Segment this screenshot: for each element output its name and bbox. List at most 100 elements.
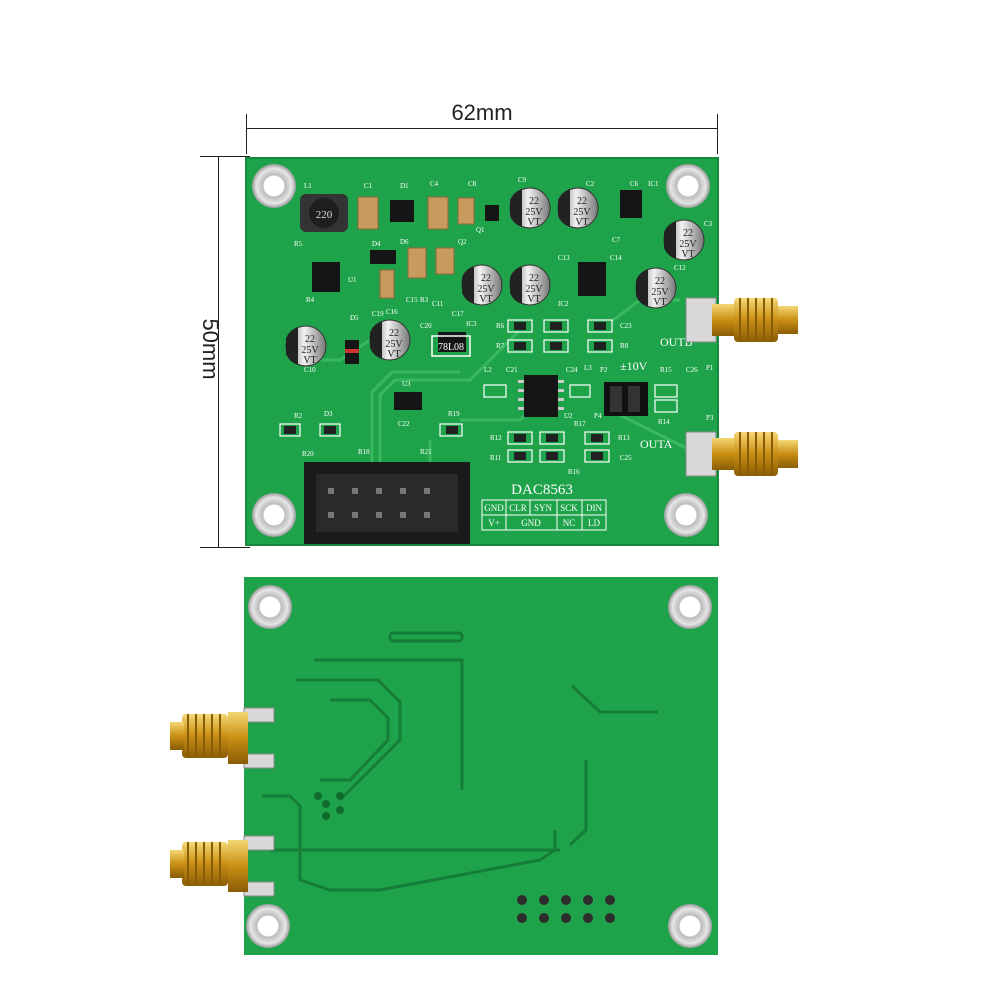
inductor-l1: 220 xyxy=(300,194,348,232)
idc-header xyxy=(304,462,470,544)
sma-connector-bottom-2 xyxy=(170,835,275,897)
refdes: C22 xyxy=(398,420,410,428)
refdes: Q1 xyxy=(476,226,485,234)
refdes: R16 xyxy=(568,468,580,476)
regulator-78l08: 78L08 xyxy=(431,335,471,357)
svg-text:VT: VT xyxy=(527,217,540,228)
refdes: R14 xyxy=(658,418,670,426)
sma-connector-outa xyxy=(685,431,798,477)
refdes: D6 xyxy=(400,238,409,246)
refdes: L3 xyxy=(584,364,592,372)
outa-label: OUTA xyxy=(640,437,673,451)
dimension-height-tick-bottom xyxy=(200,547,250,548)
svg-text:22: 22 xyxy=(683,228,693,239)
jumper-p4 xyxy=(604,382,648,416)
pin-table xyxy=(481,499,607,531)
refdes: P3 xyxy=(706,414,714,422)
pcb-bottom-body xyxy=(244,577,718,955)
svg-text:25V: 25V xyxy=(651,287,669,298)
mounting-hole-bottom-left xyxy=(252,493,296,537)
refdes: IC1 xyxy=(648,180,659,188)
refdes: C11 xyxy=(432,300,444,308)
svg-text:22: 22 xyxy=(389,328,399,339)
refdes: C12 xyxy=(674,264,686,272)
refdes: C8 xyxy=(468,180,477,188)
refdes: C2 xyxy=(586,180,595,188)
refdes: C19 xyxy=(372,310,384,318)
refdes: C24 xyxy=(566,366,578,374)
pin-label: CLR xyxy=(509,503,527,513)
dimension-height-tick-top xyxy=(200,156,250,157)
refdes: C23 xyxy=(620,322,632,330)
refdes: C14 xyxy=(610,254,622,262)
refdes: C15 xyxy=(406,296,418,304)
svg-text:25V: 25V xyxy=(525,207,543,218)
refdes: R2 xyxy=(294,412,303,420)
refdes: L1 xyxy=(304,182,312,190)
refdes: C4 xyxy=(430,180,439,188)
refdes: P1 xyxy=(706,364,714,372)
refdes: C26 xyxy=(686,366,698,374)
svg-text:22: 22 xyxy=(655,276,665,287)
refdes: U3 xyxy=(402,380,411,388)
refdes: C6 xyxy=(630,180,639,188)
refdes: D5 xyxy=(350,314,359,322)
refdes: D1 xyxy=(400,182,409,190)
svg-text:220: 220 xyxy=(316,209,333,221)
small-ics xyxy=(312,190,642,352)
svg-text:25V: 25V xyxy=(385,339,403,350)
svg-text:VT: VT xyxy=(681,249,694,260)
mounting-hole-bottom-board xyxy=(246,585,712,948)
svg-text:VT: VT xyxy=(527,294,540,305)
refdes: C16 xyxy=(386,308,398,316)
svg-text:22: 22 xyxy=(529,196,539,207)
refdes: R7 xyxy=(496,342,505,350)
svg-text:25V: 25V xyxy=(477,284,495,295)
refdes: C10 xyxy=(304,366,316,374)
pin-label: LD xyxy=(588,518,600,528)
refdes: C20 xyxy=(420,322,432,330)
smd-capacitors xyxy=(357,196,475,299)
range-label: ±10V xyxy=(620,359,648,373)
refdes: R5 xyxy=(294,240,303,248)
svg-text:25V: 25V xyxy=(573,207,591,218)
dac-ic-u2 xyxy=(518,375,564,417)
svg-text:78L08: 78L08 xyxy=(438,342,464,353)
mounting-hole-top-left xyxy=(252,164,296,208)
refdes: C1 xyxy=(364,182,373,190)
pin-label: DIN xyxy=(586,503,602,513)
refdes: R6 xyxy=(496,322,505,330)
ic-u3 xyxy=(394,392,422,410)
refdes: C21 xyxy=(506,366,518,374)
dimension-height: 50mm xyxy=(190,156,250,548)
refdes: C9 xyxy=(518,176,527,184)
diode-d5 xyxy=(345,340,359,364)
refdes: P4 xyxy=(594,412,602,420)
svg-text:22: 22 xyxy=(529,273,539,284)
svg-text:22: 22 xyxy=(577,196,587,207)
smd-components xyxy=(284,322,606,460)
svg-text:25V: 25V xyxy=(525,284,543,295)
mounting-hole-top-right xyxy=(666,164,710,208)
refdes: C7 xyxy=(612,236,621,244)
refdes: P2 xyxy=(600,366,608,374)
svg-text:VT: VT xyxy=(575,217,588,228)
refdes: U2 xyxy=(564,412,573,420)
svg-text:VT: VT xyxy=(387,349,400,360)
mounting-hole-bottom-right xyxy=(664,493,708,537)
refdes: R17 xyxy=(574,420,586,428)
refdes: R20 xyxy=(302,450,314,458)
refdes: L2 xyxy=(484,366,492,374)
refdes: C13 xyxy=(558,254,570,262)
refdes: R3 xyxy=(420,296,429,304)
header-pads-bottom xyxy=(517,895,615,923)
svg-text:22: 22 xyxy=(481,273,491,284)
pin-label: SCK xyxy=(560,503,578,513)
sma-connector-outb xyxy=(685,297,798,343)
svg-text:VT: VT xyxy=(479,294,492,305)
refdes: D3 xyxy=(324,410,333,418)
refdes: R18 xyxy=(358,448,370,456)
svg-text:VT: VT xyxy=(303,355,316,366)
